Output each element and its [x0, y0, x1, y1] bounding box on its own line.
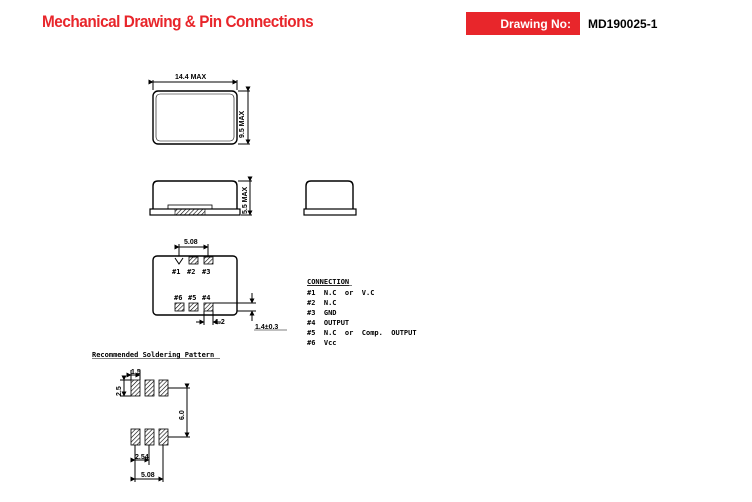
dim-top-width: 14.4 MAX	[175, 74, 206, 81]
soldering-heading: Recommended Soldering Pattern	[92, 351, 214, 359]
bottom-view	[152, 244, 256, 325]
end-view	[303, 180, 357, 216]
pin-label-6: #6	[174, 294, 182, 302]
connection-item-3: #3 GND	[307, 309, 337, 317]
connection-item-6: #6 Vcc	[307, 339, 337, 347]
pin-label-2: #2	[187, 268, 195, 276]
soldering-pattern	[120, 370, 190, 482]
connection-item-4: #4 OUTPUT	[307, 319, 349, 327]
connection-item-5: #5 N.C or Comp. OUTPUT	[307, 329, 417, 337]
drawing-no-value: MD190025-1	[588, 17, 658, 31]
dim-solder-pitch: 2.54	[135, 454, 149, 461]
drawing-no-label-text: Drawing No:	[500, 16, 571, 31]
dim-pad-offset: 1.4±0.3	[255, 324, 278, 331]
dim-solder-span: 5.08	[141, 472, 155, 479]
dim-top-height: 9.5 MAX	[239, 110, 246, 138]
pin-label-5: #5	[188, 294, 196, 302]
dim-side-height: 5.5 MAX	[242, 186, 249, 214]
drawing-no-label: Drawing No:	[466, 12, 580, 35]
top-view	[148, 79, 251, 145]
connection-table: CONNECTION #1 N.C or V.C #2 N.C #3 GND #…	[307, 278, 417, 347]
dim-solder-pad-width: 1.5	[131, 369, 141, 376]
pin-label-4: #4	[202, 294, 210, 302]
dim-pin-pitch: 5.08	[184, 239, 198, 246]
connection-item-1: #1 N.C or V.C	[307, 289, 374, 297]
connection-heading: CONNECTION	[307, 278, 349, 286]
side-view	[149, 176, 253, 216]
page-title: Mechanical Drawing & Pin Connections	[42, 12, 314, 31]
pin-label-3: #3	[202, 268, 210, 276]
pin-label-1: #1	[172, 268, 180, 276]
dim-solder-row-gap: 6.0	[179, 410, 186, 420]
dim-solder-pad-height: 2.5	[116, 386, 123, 396]
dim-pad-width: 1.2	[215, 319, 225, 326]
connection-item-2: #2 N.C	[307, 299, 337, 307]
